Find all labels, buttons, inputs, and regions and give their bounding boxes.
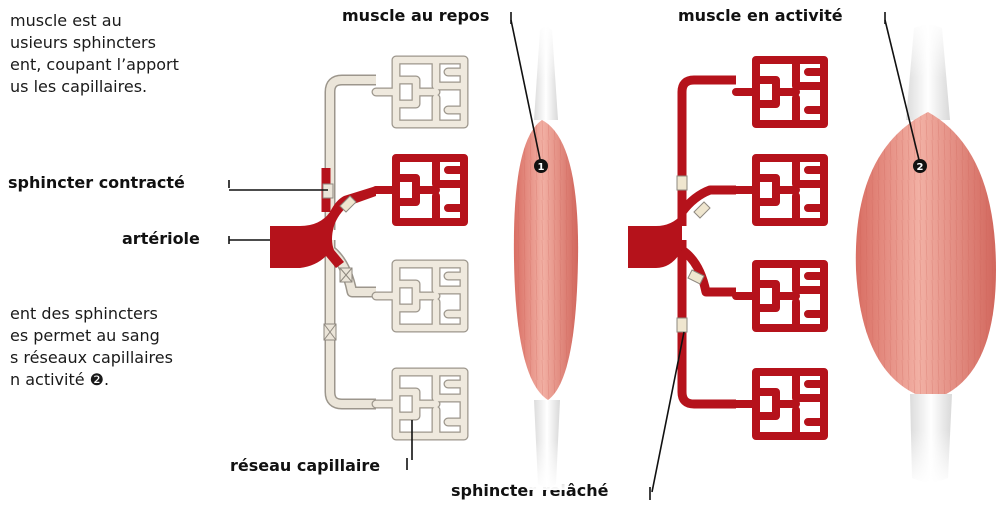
capillary-bed-empty xyxy=(376,372,464,436)
capillary-bed-filled xyxy=(736,264,824,328)
sphincter-relaxed xyxy=(677,176,687,190)
capillary-bed-empty xyxy=(376,60,464,124)
capillary-bed-filled xyxy=(736,372,824,436)
svg-text:2: 2 xyxy=(917,162,924,173)
resting-vessel-tree xyxy=(270,60,464,436)
svg-text:1: 1 xyxy=(538,162,545,173)
sphincter-contracted xyxy=(323,184,333,198)
capillary-bed-filled xyxy=(736,60,824,124)
active-vessel-tree xyxy=(628,60,824,436)
capillary-bed-filled xyxy=(376,158,464,222)
marker-1: 1 xyxy=(534,159,548,173)
sphincter-relaxed xyxy=(694,202,710,218)
marker-2: 2 xyxy=(913,159,927,173)
capillary-bed-filled xyxy=(736,158,824,222)
sphincter-contracted xyxy=(340,268,352,282)
sphincter-relaxed xyxy=(677,318,687,332)
capillary-bed-empty xyxy=(376,264,464,328)
sphincter-contracted xyxy=(324,324,336,340)
muscle-resting xyxy=(514,20,578,490)
muscle-active xyxy=(856,18,996,486)
